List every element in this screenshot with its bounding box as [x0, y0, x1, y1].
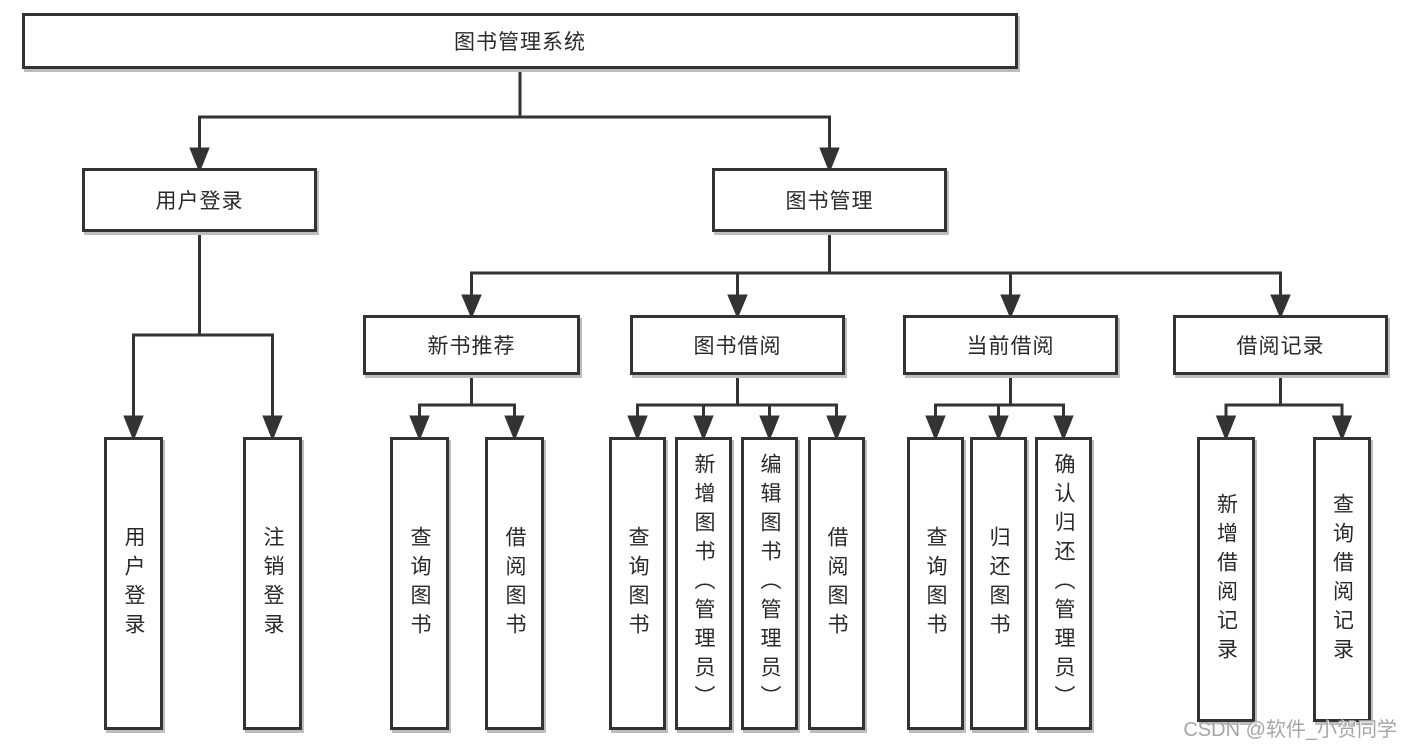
arrowhead-icon: [925, 415, 946, 442]
arrowhead-icon: [759, 415, 780, 442]
node-current-borrow: 当前借阅: [903, 315, 1118, 375]
arrowhead-icon: [627, 415, 648, 442]
arrowhead-icon: [409, 415, 430, 442]
arrowhead-icon: [461, 294, 482, 319]
node-current-borrow-label: 当前借阅: [966, 335, 1055, 358]
node-leaf-bb-edit: 编辑图书（管理员）: [741, 437, 798, 730]
branch-user-login: [123, 232, 283, 442]
node-leaf-bb-query: 查询图书: [609, 437, 666, 730]
arrowhead-icon: [988, 415, 1009, 442]
node-leaf-logout-label: 注销登录: [261, 525, 284, 642]
node-leaf-nbr-borrow-label: 借阅图书: [503, 525, 526, 642]
node-leaf-cb-return: 归还图书: [970, 437, 1027, 730]
node-root-label: 图书管理系统: [454, 31, 586, 54]
node-leaf-cb-return-label: 归还图书: [987, 525, 1010, 642]
node-leaf-bb-borrow: 借阅图书: [808, 437, 865, 730]
node-root: 图书管理系统: [22, 13, 1018, 69]
node-leaf-logout: 注销登录: [243, 437, 302, 730]
node-leaf-user-login: 用户登录: [104, 437, 163, 730]
node-borrow-records-label: 借阅记录: [1236, 335, 1325, 358]
node-new-book-rec-label: 新书推荐: [427, 335, 516, 358]
branch-book-mgmt: [461, 232, 1291, 319]
branch-borrow-records: [1215, 375, 1353, 442]
node-borrow-records: 借阅记录: [1173, 315, 1388, 375]
node-leaf-br-query-label: 查询借阅记录: [1330, 492, 1354, 667]
arrowhead-icon: [1053, 415, 1074, 442]
node-book-mgmt-label: 图书管理: [785, 190, 874, 213]
branch-current-borrow: [925, 375, 1074, 442]
node-leaf-cb-query: 查询图书: [907, 437, 964, 730]
node-leaf-nbr-borrow: 借阅图书: [485, 437, 544, 730]
branch-root: [189, 69, 840, 174]
arrowhead-icon: [727, 294, 748, 319]
node-leaf-bb-add-label: 新增图书（管理员）: [692, 453, 715, 714]
arrowhead-icon: [123, 415, 144, 442]
arrowhead-icon: [189, 147, 210, 174]
arrowhead-icon: [1000, 294, 1021, 319]
node-user-login: 用户登录: [82, 168, 317, 232]
node-leaf-bb-borrow-label: 借阅图书: [825, 525, 848, 642]
arrowhead-icon: [826, 415, 847, 442]
arrowhead-icon: [693, 415, 714, 442]
arrowhead-icon: [1331, 415, 1353, 442]
node-new-book-rec: 新书推荐: [363, 315, 580, 375]
node-leaf-cb-confirm: 确认归还（管理员）: [1035, 437, 1092, 730]
node-user-login-label: 用户登录: [155, 190, 244, 213]
arrowhead-icon: [262, 415, 283, 442]
node-leaf-br-add-label: 新增借阅记录: [1214, 492, 1238, 667]
arrowhead-icon: [504, 415, 525, 442]
node-book-mgmt: 图书管理: [712, 168, 947, 232]
arrowhead-icon: [1270, 294, 1291, 319]
node-leaf-br-query: 查询借阅记录: [1313, 437, 1371, 722]
node-leaf-bb-edit-label: 编辑图书（管理员）: [758, 453, 781, 714]
watermark-text: CSDN @软件_小贺同学: [1183, 719, 1397, 741]
node-leaf-nbr-query-label: 查询图书: [408, 525, 431, 642]
branch-new-book-rec: [409, 375, 525, 442]
node-leaf-cb-query-label: 查询图书: [924, 525, 947, 642]
branch-book-borrow: [627, 375, 847, 442]
node-leaf-cb-confirm-label: 确认归还（管理员）: [1052, 453, 1075, 714]
node-book-borrow: 图书借阅: [630, 315, 845, 375]
node-leaf-br-add: 新增借阅记录: [1197, 437, 1255, 722]
node-leaf-bb-add: 新增图书（管理员）: [675, 437, 732, 730]
node-leaf-user-login-label: 用户登录: [122, 525, 145, 642]
arrowhead-icon: [1215, 415, 1237, 442]
node-leaf-nbr-query: 查询图书: [390, 437, 449, 730]
arrowhead-icon: [819, 147, 840, 174]
node-book-borrow-label: 图书借阅: [693, 335, 782, 358]
node-leaf-bb-query-label: 查询图书: [626, 525, 649, 642]
